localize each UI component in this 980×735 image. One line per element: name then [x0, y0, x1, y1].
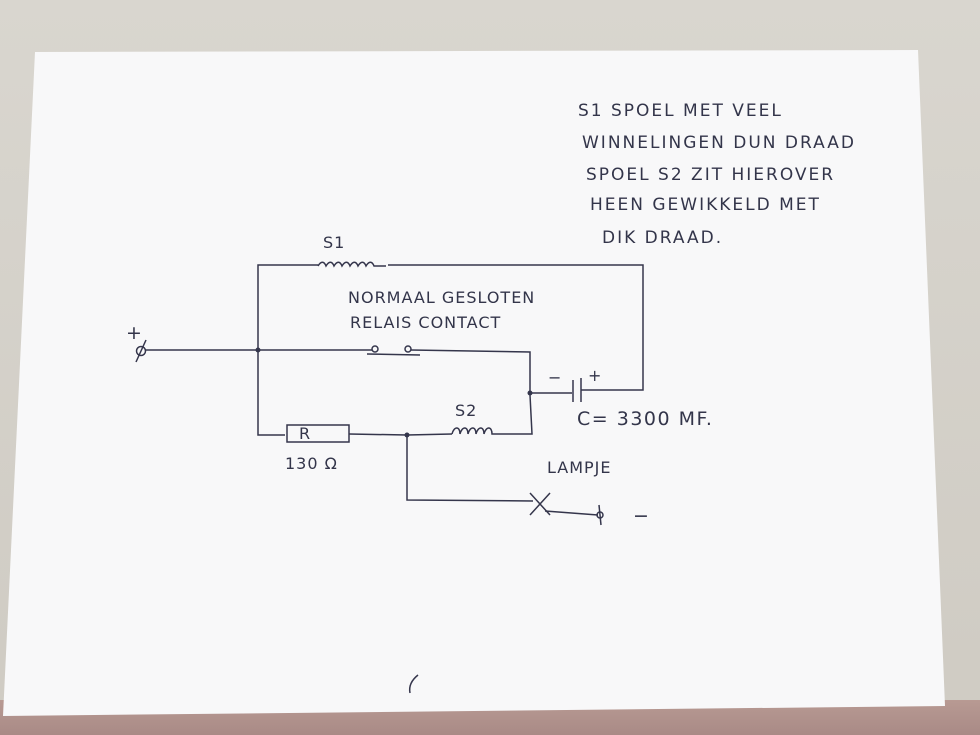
relay-contact-branch [145, 345, 533, 396]
resistor-label: R [299, 424, 311, 443]
capacitor-plus-label: + [588, 366, 602, 385]
minus-terminal-label: − [633, 505, 650, 527]
resistor-s2-branch [257, 350, 533, 443]
note-line-4: HEEN GEWIKKELD MET [590, 195, 821, 215]
note-line-5: DIK DRAAD. [602, 228, 723, 248]
note-line-1: S1 SPOEL MET VEEL [578, 101, 783, 121]
s2-coil [451, 394, 533, 435]
contact-terminal-right [404, 345, 412, 353]
plus-terminal-label: + [126, 322, 143, 344]
resistor-value-label: 130 Ω [285, 454, 338, 473]
note-line-2: WINNELINGEN DUN DRAAD [582, 133, 856, 153]
lamp-label: LAMPJE [547, 458, 612, 477]
s2-label: S2 [455, 401, 477, 420]
paper-background [3, 50, 945, 716]
plus-terminal [135, 339, 147, 363]
capacitor-symbol [530, 378, 600, 402]
contact-label-line2: RELAIS CONTACT [350, 313, 501, 332]
resistor-symbol [286, 424, 350, 443]
contact-label-line1: NORMAAL GESLOTEN [348, 288, 535, 307]
lamp-branch [406, 435, 604, 526]
s1-branch [257, 261, 644, 391]
contact-terminal-left [371, 345, 379, 353]
capacitor-label: C= 3300 MF. [577, 408, 713, 430]
handwritten-note: S1 SPOEL MET VEEL WINNELINGEN DUN DRAAD … [578, 101, 856, 248]
capacitor-minus-label: − [548, 368, 562, 387]
pencil-mark [408, 674, 419, 694]
s1-label: S1 [323, 233, 345, 252]
note-line-3: SPOEL S2 ZIT HIEROVER [586, 165, 835, 185]
